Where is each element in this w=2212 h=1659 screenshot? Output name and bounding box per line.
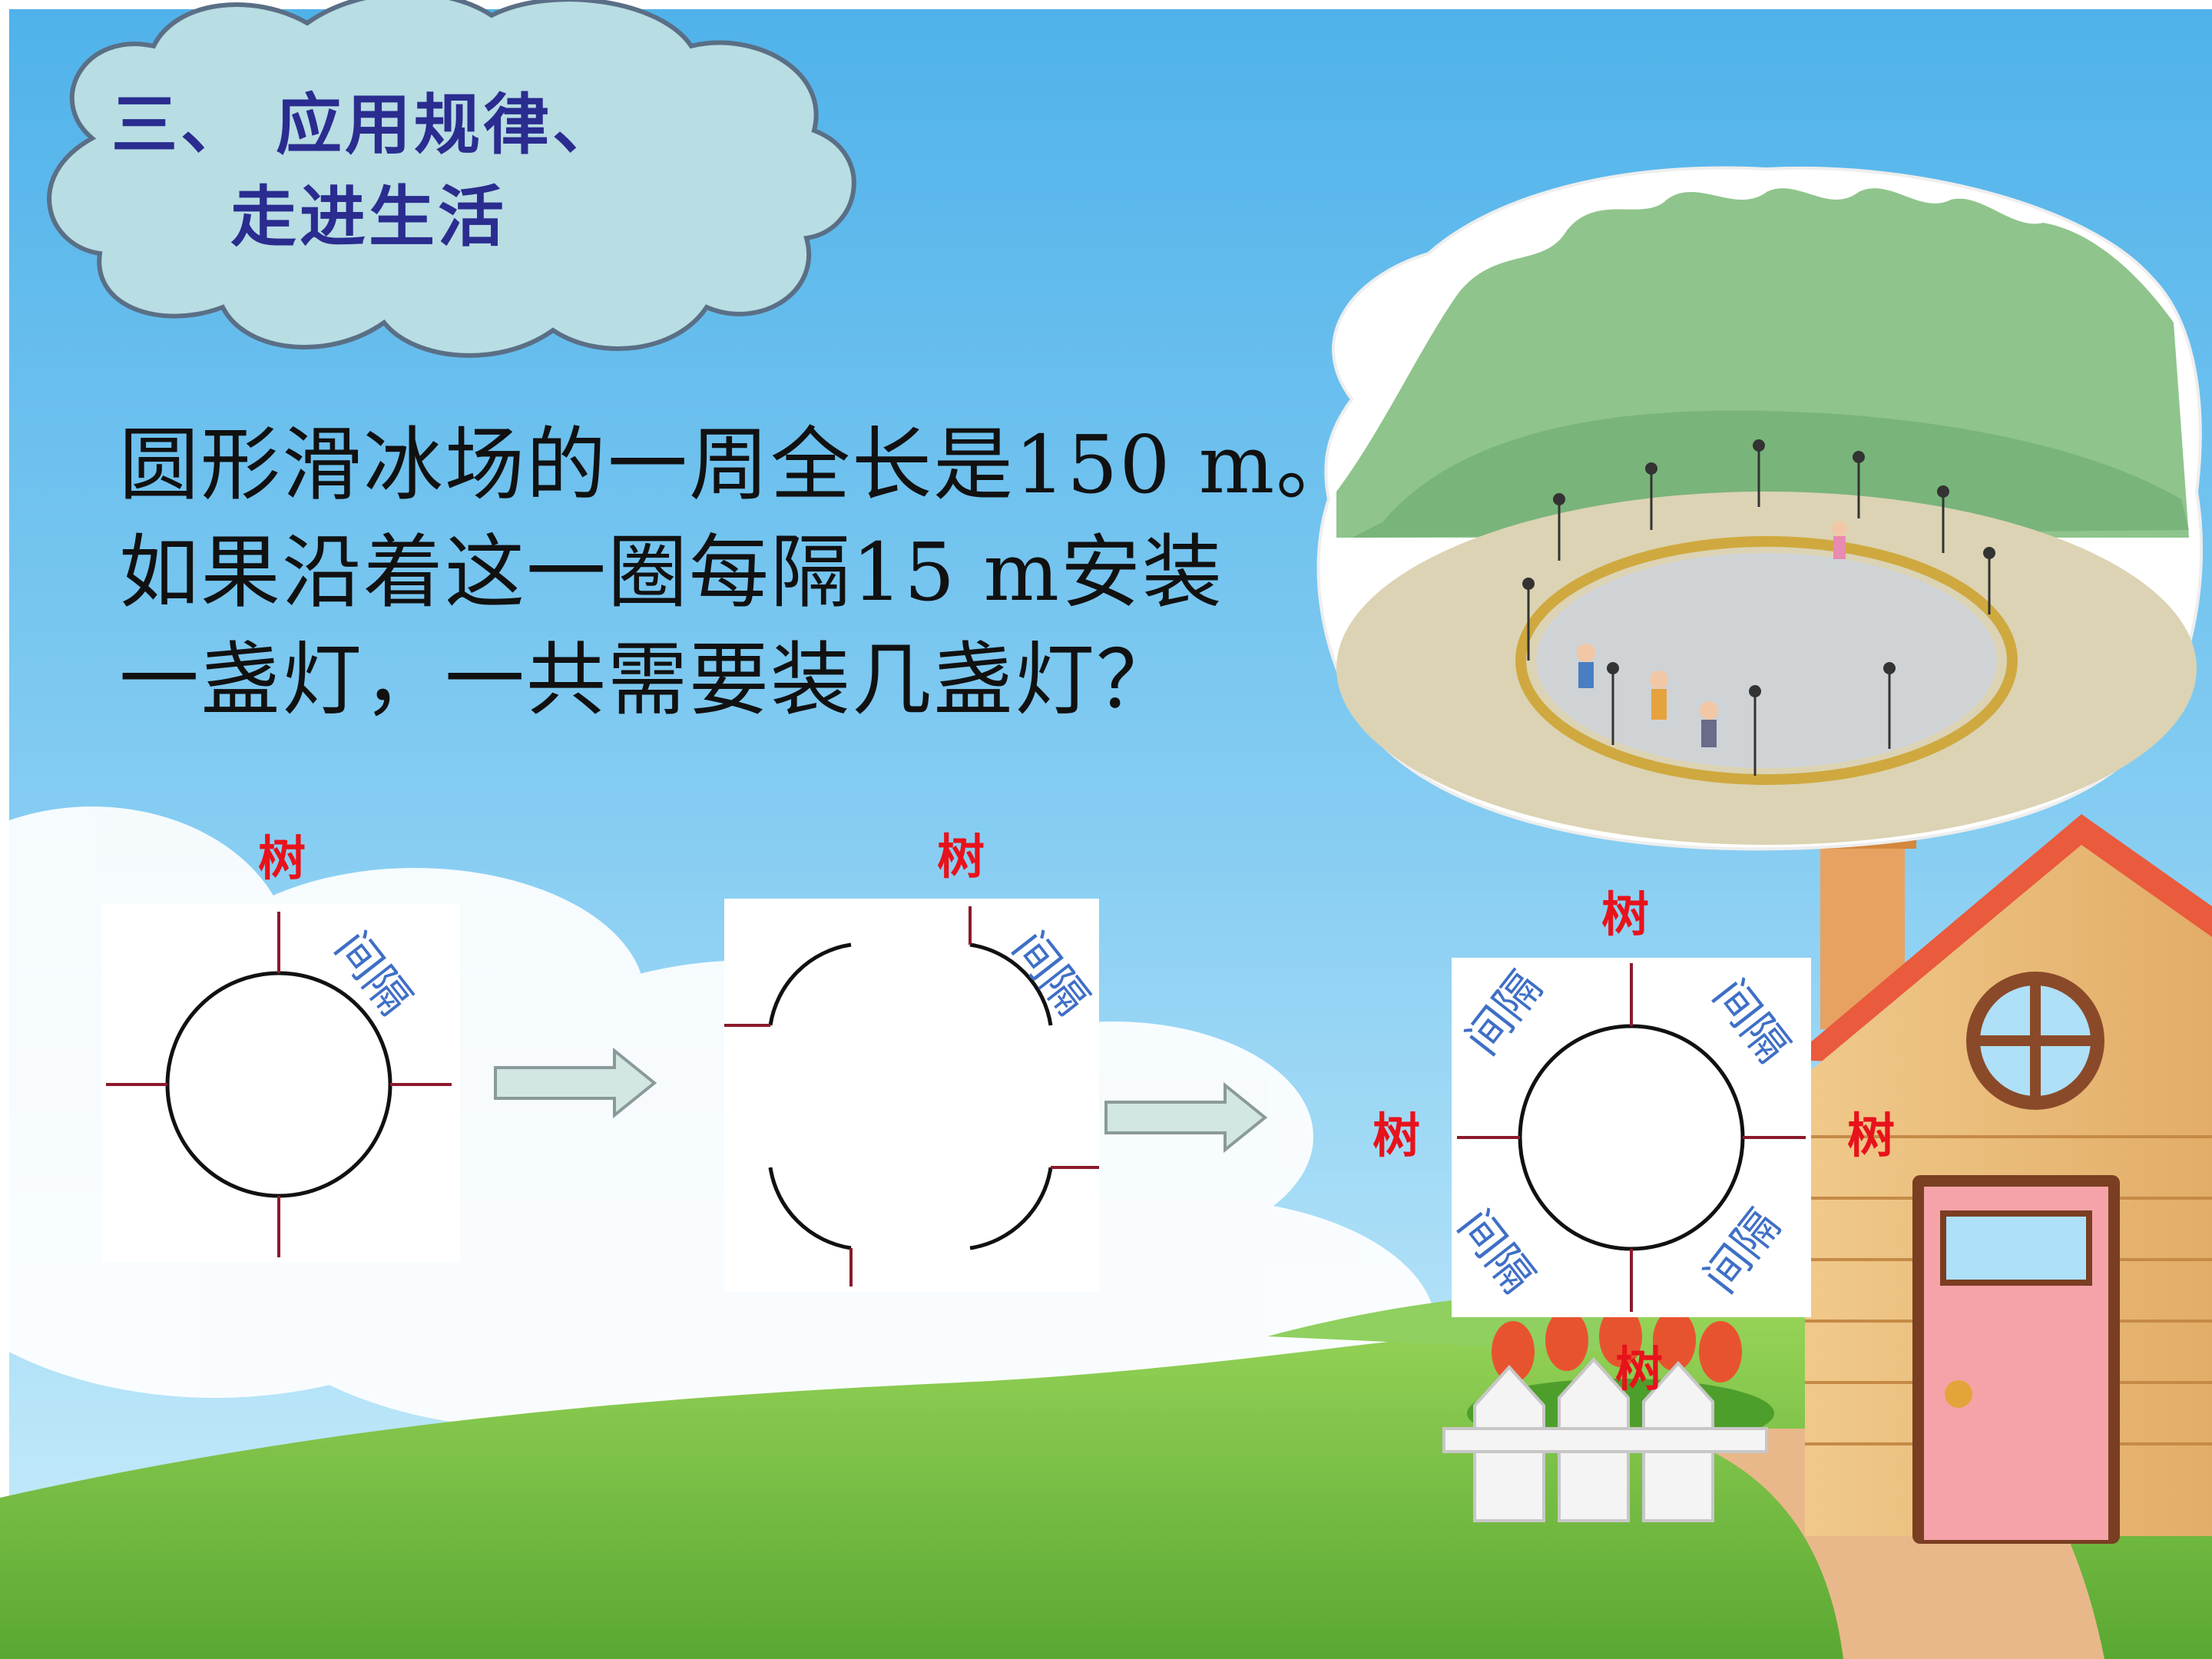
circle-trees-gaps	[1457, 963, 1806, 1312]
skating-rink-illustration	[1316, 166, 2204, 851]
title-line-1: 三、 应用规律、	[111, 87, 621, 164]
fence	[1442, 1306, 1774, 1522]
tree-label: 树	[1847, 1108, 1896, 1164]
problem-line-2: 如果沿着这一圈每隔15 m安装	[119, 525, 1224, 619]
problem-line-1: 圆形滑冰场的一周全长是150 m。	[119, 418, 1358, 512]
tree-label: 树	[1601, 886, 1650, 942]
house	[1790, 814, 2212, 1544]
circle-diagram-panel	[102, 904, 460, 1262]
tree-label: 树	[1373, 1108, 1421, 1164]
tree-label: 树	[937, 829, 985, 885]
trees-and-gaps-panel	[1452, 958, 1811, 1317]
arrow-right-2	[1104, 1081, 1268, 1154]
circle-cut-into-arcs	[724, 906, 1099, 1286]
tree-label: 树	[1615, 1341, 1664, 1397]
circle-with-trees	[106, 912, 452, 1257]
title-line-2: 走进生活	[230, 179, 507, 256]
tree-label: 树	[258, 830, 306, 886]
problem-line-3: 一盏灯，一共需要装几盏灯？	[119, 633, 1178, 727]
arrow-right-1	[494, 1047, 657, 1119]
title-cloud	[47, 0, 856, 358]
split-arcs-panel	[724, 899, 1099, 1292]
